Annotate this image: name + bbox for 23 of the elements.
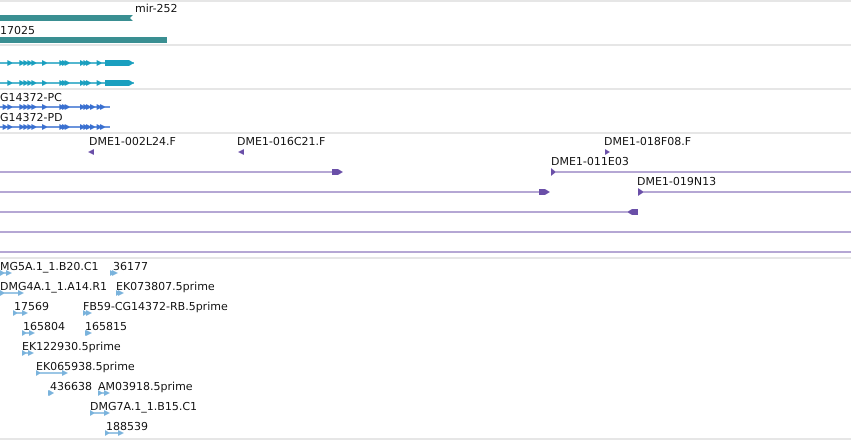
feature-label: DME1-016C21.F xyxy=(237,135,326,148)
feature-label: 436638 xyxy=(50,380,92,393)
feature-label: MG5A.1_1.B20.C1 xyxy=(0,260,99,273)
feature-label: DME1-002L24.F xyxy=(89,135,176,148)
feature-label: 165804 xyxy=(23,320,65,333)
feature-label: mir-252 xyxy=(135,2,178,15)
feature-label: AM03918.5prime xyxy=(98,380,193,393)
feature-label: 188539 xyxy=(106,420,148,433)
feature-label: EK122930.5prime xyxy=(22,340,121,353)
feature-label: FB59-CG14372-RB.5prime xyxy=(83,300,228,313)
feature-label: G14372-PC xyxy=(0,91,62,104)
feature-label: DME1-019N13 xyxy=(637,175,716,188)
feature-label: DMG4A.1_1.A14.R1 xyxy=(0,280,107,293)
feature-label: 17025 xyxy=(0,24,35,37)
feature-label: DME1-018F08.F xyxy=(604,135,692,148)
feature-label: 165815 xyxy=(85,320,127,333)
feature-label: EK073807.5prime xyxy=(116,280,215,293)
feature-label: 17569 xyxy=(14,300,49,313)
feature-label: DMG7A.1_1.B15.C1 xyxy=(90,400,198,413)
feature-label: G14372-PD xyxy=(0,111,63,124)
feature-label: DME1-011E03 xyxy=(551,155,629,168)
feature-label: EK065938.5prime xyxy=(36,360,135,373)
feature-label: 36177 xyxy=(113,260,148,273)
